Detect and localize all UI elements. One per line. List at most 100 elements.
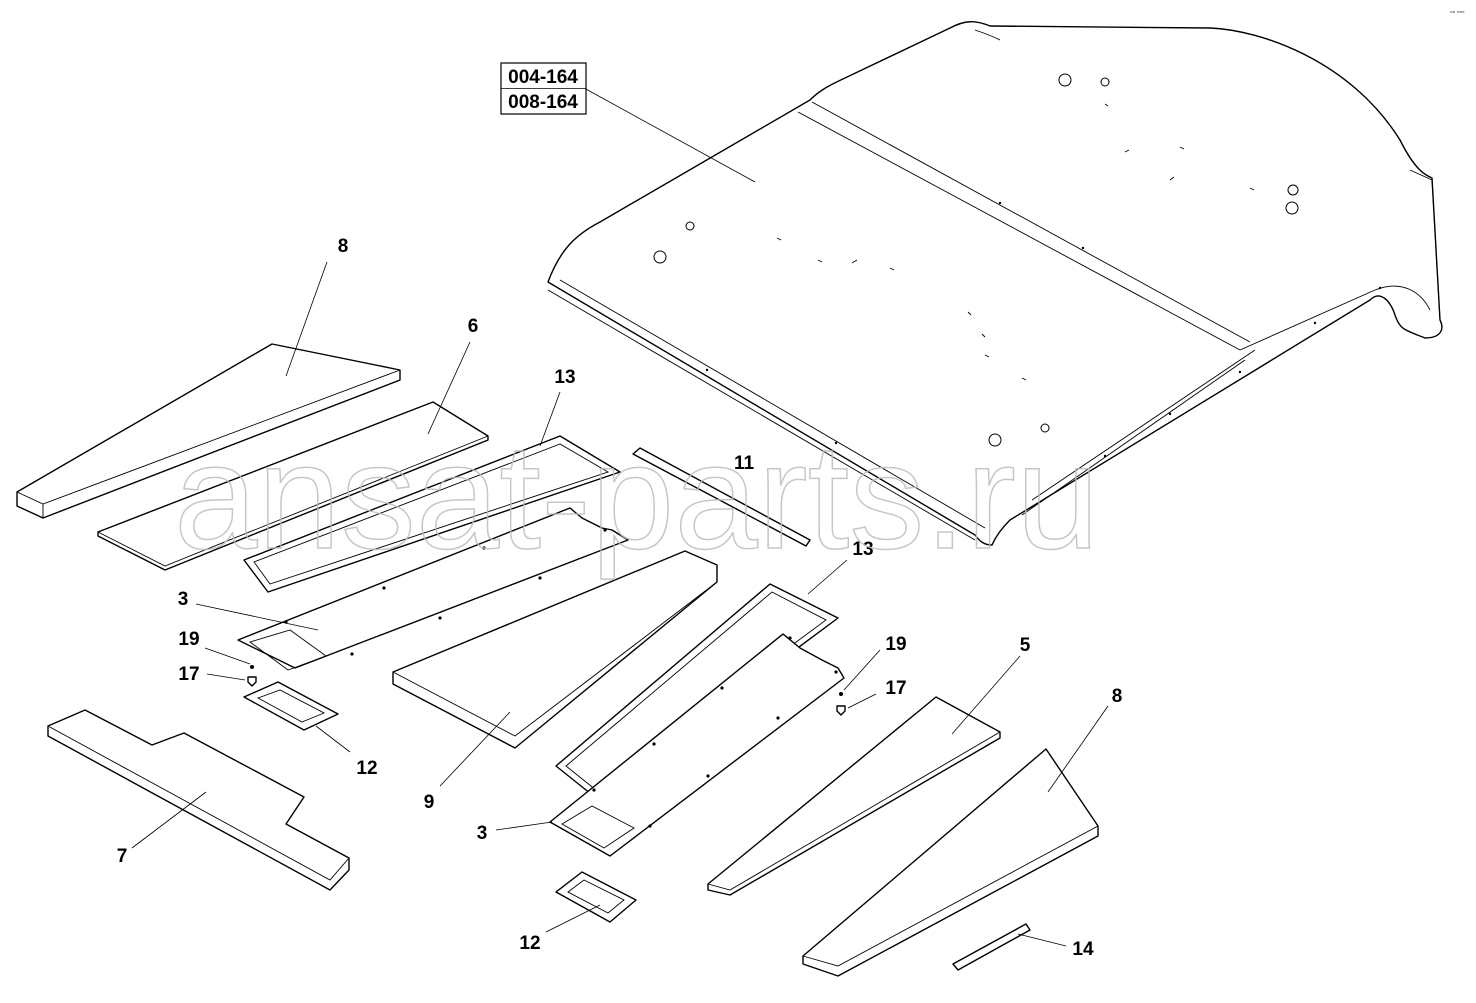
insulation-panel bbox=[97, 401, 489, 571]
roof-ridge-inner bbox=[811, 101, 1251, 343]
insulation-panel bbox=[802, 748, 1099, 977]
roof-front-edge bbox=[547, 289, 976, 541]
roof-assembly bbox=[547, 21, 1443, 546]
callout-13-top: 13 bbox=[554, 367, 575, 388]
roof-rear-edge bbox=[1239, 285, 1431, 351]
leader-9 bbox=[439, 711, 511, 787]
frame-outer bbox=[555, 871, 637, 923]
part-7 bbox=[47, 709, 350, 891]
roof-side-edge bbox=[1021, 359, 1246, 516]
part-3-upper bbox=[237, 507, 629, 671]
panel-top-edge bbox=[707, 731, 1001, 891]
callout-3-bottom: 3 bbox=[477, 823, 488, 844]
washer-19 bbox=[250, 665, 254, 669]
roof-nuts bbox=[653, 73, 1299, 447]
reference-1[interactable]: 004-164 bbox=[508, 67, 578, 88]
callout-8-top: 8 bbox=[338, 236, 349, 257]
plate-holes bbox=[284, 528, 607, 656]
nut bbox=[988, 433, 1002, 447]
callout-6: 6 bbox=[468, 316, 479, 337]
leader-17-left bbox=[206, 673, 246, 681]
callout-17-left: 17 bbox=[178, 664, 199, 685]
part-14 bbox=[952, 923, 1031, 971]
gasket-frame-inner bbox=[565, 591, 827, 791]
gasket-frame-outer bbox=[555, 583, 839, 799]
callout-7: 7 bbox=[117, 846, 128, 867]
screw-17 bbox=[836, 705, 846, 716]
callout-19-right: 19 bbox=[885, 634, 906, 655]
leader-19-right bbox=[843, 649, 881, 691]
plate-holes bbox=[592, 636, 838, 828]
leader-17-right bbox=[847, 693, 877, 709]
fasteners-right bbox=[836, 692, 846, 716]
roof-top-curve bbox=[974, 29, 1001, 41]
nut bbox=[653, 250, 667, 264]
part-6 bbox=[97, 401, 489, 571]
roof-marks bbox=[776, 103, 1255, 381]
leader-19-left bbox=[204, 647, 251, 665]
hole bbox=[1287, 184, 1299, 196]
part-11 bbox=[632, 447, 811, 547]
washer-19 bbox=[839, 692, 843, 696]
leader-13-mid bbox=[807, 559, 848, 595]
frame-inner bbox=[256, 689, 326, 723]
plate-opening bbox=[561, 805, 635, 849]
roof-front-lip bbox=[559, 279, 986, 529]
watermark: ansat-parts.ru bbox=[174, 412, 1099, 580]
leader-12-left bbox=[315, 725, 351, 753]
fasteners-left bbox=[247, 665, 257, 687]
leader-3-bottom bbox=[495, 821, 553, 831]
leader-ref bbox=[583, 87, 756, 183]
insulation-panel bbox=[707, 696, 1001, 896]
sealing-strip bbox=[952, 923, 1031, 971]
insulation-panel bbox=[47, 709, 350, 891]
part-9 bbox=[392, 550, 718, 749]
leader-5 bbox=[951, 655, 1021, 735]
panel-top-edge bbox=[47, 725, 350, 881]
reference-2[interactable]: 008-164 bbox=[508, 92, 578, 113]
hole bbox=[1100, 77, 1110, 87]
part-12-bottom bbox=[555, 871, 637, 923]
callout-9: 9 bbox=[424, 792, 435, 813]
part-13-middle bbox=[555, 583, 839, 799]
roof-edge-dots bbox=[705, 201, 1382, 458]
callout-14: 14 bbox=[1072, 939, 1094, 960]
callout-5: 5 bbox=[1020, 635, 1031, 656]
panel-top-edge bbox=[392, 581, 718, 737]
leader-13-top bbox=[539, 391, 561, 447]
gasket-frame-outer bbox=[243, 435, 621, 593]
callout-3-top: 3 bbox=[178, 589, 189, 610]
roof-ridge bbox=[797, 111, 1241, 351]
frame-inner bbox=[567, 879, 625, 914]
nut bbox=[1058, 73, 1072, 87]
leader-14 bbox=[1017, 933, 1067, 947]
leader-lines bbox=[131, 87, 1109, 947]
corner-mark: ▫▫ ▫▫▫ bbox=[1450, 9, 1464, 16]
sealing-strip bbox=[632, 447, 811, 547]
part-13-upper bbox=[243, 435, 621, 593]
leader-7 bbox=[131, 791, 207, 849]
part-5 bbox=[707, 696, 1001, 896]
frame-outer bbox=[243, 681, 339, 731]
callout-13-mid: 13 bbox=[852, 539, 873, 560]
hole bbox=[685, 221, 695, 231]
part-12-left bbox=[243, 681, 339, 731]
screw-17 bbox=[247, 676, 257, 687]
callout-12-bottom: 12 bbox=[519, 933, 540, 954]
panel-top-edge bbox=[97, 435, 489, 567]
insulation-panel bbox=[16, 343, 401, 519]
callout-19-left: 19 bbox=[178, 629, 199, 650]
reference-box: 004-164 008-164 bbox=[500, 62, 587, 115]
gasket-frame-inner bbox=[253, 443, 610, 585]
leader-12-bottom bbox=[545, 904, 601, 933]
leader-6 bbox=[427, 341, 471, 435]
roof-rear-flange bbox=[1409, 169, 1441, 321]
callout-11: 11 bbox=[734, 453, 755, 474]
callout-17-right: 17 bbox=[885, 678, 906, 699]
callout-12-left: 12 bbox=[356, 758, 377, 779]
mounting-plate bbox=[237, 507, 629, 669]
callout-labels: 8 6 13 11 13 3 19 17 12 9 7 19 17 5 8 3 … bbox=[117, 236, 1123, 960]
roof-side-inner bbox=[1031, 349, 1256, 501]
